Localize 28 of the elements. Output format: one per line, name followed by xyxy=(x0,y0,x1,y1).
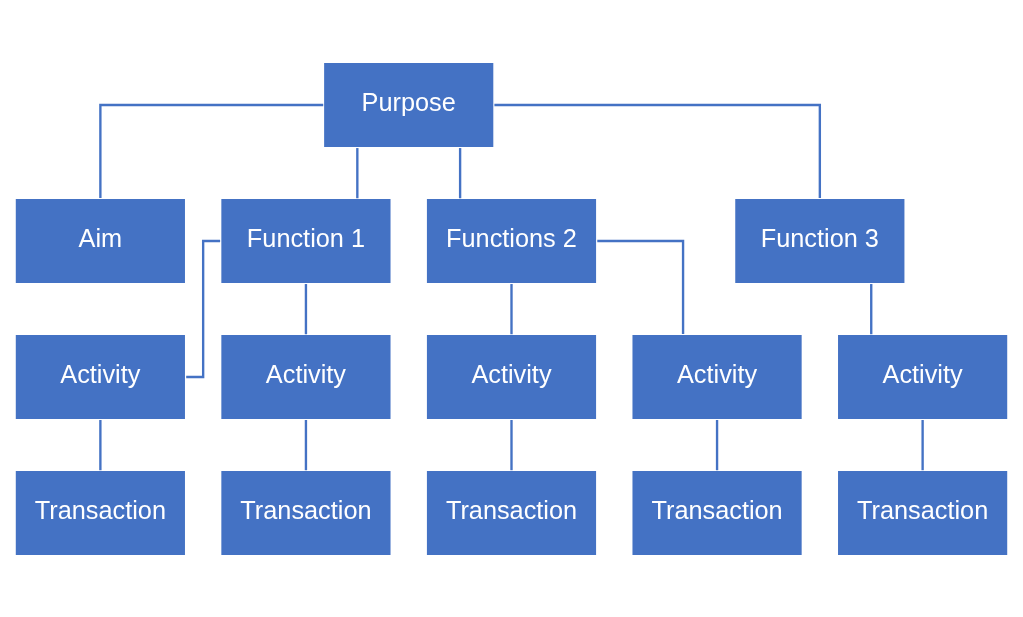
connector xyxy=(356,147,359,198)
connector xyxy=(494,103,822,198)
node-box: Activity xyxy=(425,333,598,420)
connector xyxy=(510,419,513,470)
connector xyxy=(715,419,719,470)
node-box: Transaction xyxy=(836,469,1009,556)
node-box: Transaction xyxy=(425,469,598,556)
connector xyxy=(99,103,324,198)
connector xyxy=(870,283,873,334)
connector xyxy=(921,419,924,470)
connector xyxy=(99,419,102,470)
node-box: Function 1 xyxy=(219,197,393,284)
node-box: Transaction xyxy=(219,469,393,556)
node-box: Functions 2 xyxy=(425,197,598,284)
node-box: Activity xyxy=(219,333,393,420)
node-box: Function 3 xyxy=(733,197,906,284)
node-box: Activity xyxy=(630,333,804,420)
node-box: Transaction xyxy=(630,469,804,556)
node-box: Transaction xyxy=(14,469,187,556)
connector xyxy=(597,239,685,334)
connector xyxy=(510,283,513,334)
connector xyxy=(304,283,308,334)
node-box: Aim xyxy=(14,197,187,284)
node-box: Activity xyxy=(14,333,187,420)
connector xyxy=(304,419,308,470)
node-box: Activity xyxy=(836,333,1009,420)
node-box: Purpose xyxy=(322,61,495,148)
connector xyxy=(458,147,462,198)
